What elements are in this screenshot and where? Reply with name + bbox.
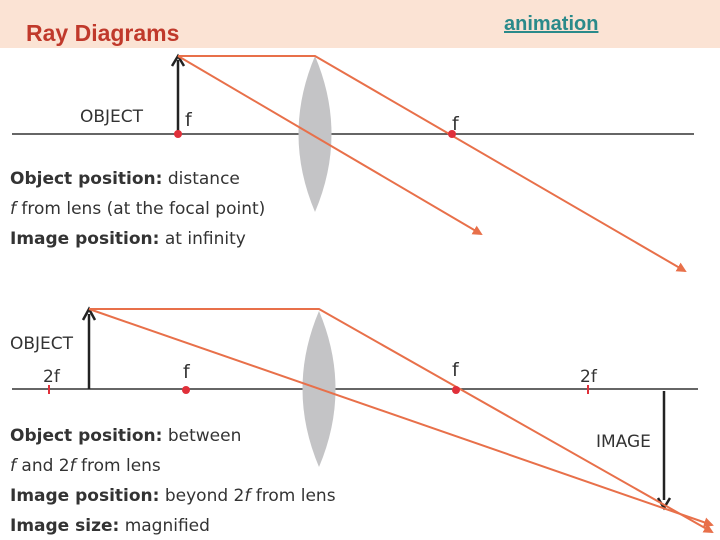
object-position-line-4: f and 2f from lens (10, 456, 161, 476)
caption-label: Image position: (10, 229, 160, 249)
caption-text: from lens (75, 456, 161, 476)
caption-italic-f: f (10, 199, 16, 219)
caption-label: Object position: (10, 426, 163, 446)
ray-parallel-2 (89, 308, 714, 533)
image-size-line: Image size: magnified (10, 516, 210, 536)
header-band (0, 0, 720, 48)
caption-label: Object position: (10, 169, 163, 189)
label-2f-left: 2f (43, 367, 61, 387)
caption-label: Image size: (10, 516, 120, 536)
ray-parallel-1 (178, 55, 687, 273)
caption-italic-f: f (69, 456, 76, 476)
caption-italic-f: f (10, 456, 16, 476)
ray-center-1 (177, 55, 483, 236)
caption-text: and 2 (16, 456, 70, 476)
ray-center-2 (88, 308, 714, 528)
caption-text: between (167, 426, 242, 446)
lens-1 (298, 56, 332, 212)
slide-title: Ray Diagrams (26, 20, 180, 46)
object-position-line-1: Object position: distance (10, 169, 240, 189)
caption-label: Image position: (10, 486, 160, 506)
object-label-1: OBJECT (80, 107, 144, 127)
image-position-line-1: Image position: at infinity (10, 229, 246, 249)
object-label-2: OBJECT (10, 334, 74, 354)
object-position-line-2: f from lens (at the focal point) (10, 199, 265, 219)
focal-point-left-1 (174, 130, 182, 138)
focal-point-left-2 (182, 386, 190, 394)
focal-label-right-1: f (452, 113, 460, 135)
focal-point-right-2 (452, 386, 460, 394)
animation-link[interactable]: animation (504, 13, 599, 35)
caption-text: distance (167, 169, 240, 189)
label-f-left: f (183, 361, 191, 383)
caption-text: from lens (250, 486, 336, 506)
caption-text: magnified (124, 516, 210, 536)
image-position-line-2: Image position: beyond 2f from lens (10, 486, 336, 506)
caption-text: from lens (at the focal point) (16, 199, 266, 219)
focal-label-left-1: f (185, 109, 193, 131)
label-f-right: f (452, 359, 460, 381)
image-label-2: IMAGE (596, 432, 651, 452)
focal-point-right-1 (448, 130, 456, 138)
label-2f-right: 2f (580, 367, 598, 387)
diagram2: OBJECT IMAGE 2f f f 2f (10, 306, 714, 533)
object-position-line-3: Object position: between (10, 426, 241, 446)
caption-text: beyond 2 (164, 486, 245, 506)
caption-text: at infinity (164, 229, 246, 249)
diagram1: OBJECT f f (12, 53, 694, 273)
caption-italic-f: f (244, 486, 251, 506)
